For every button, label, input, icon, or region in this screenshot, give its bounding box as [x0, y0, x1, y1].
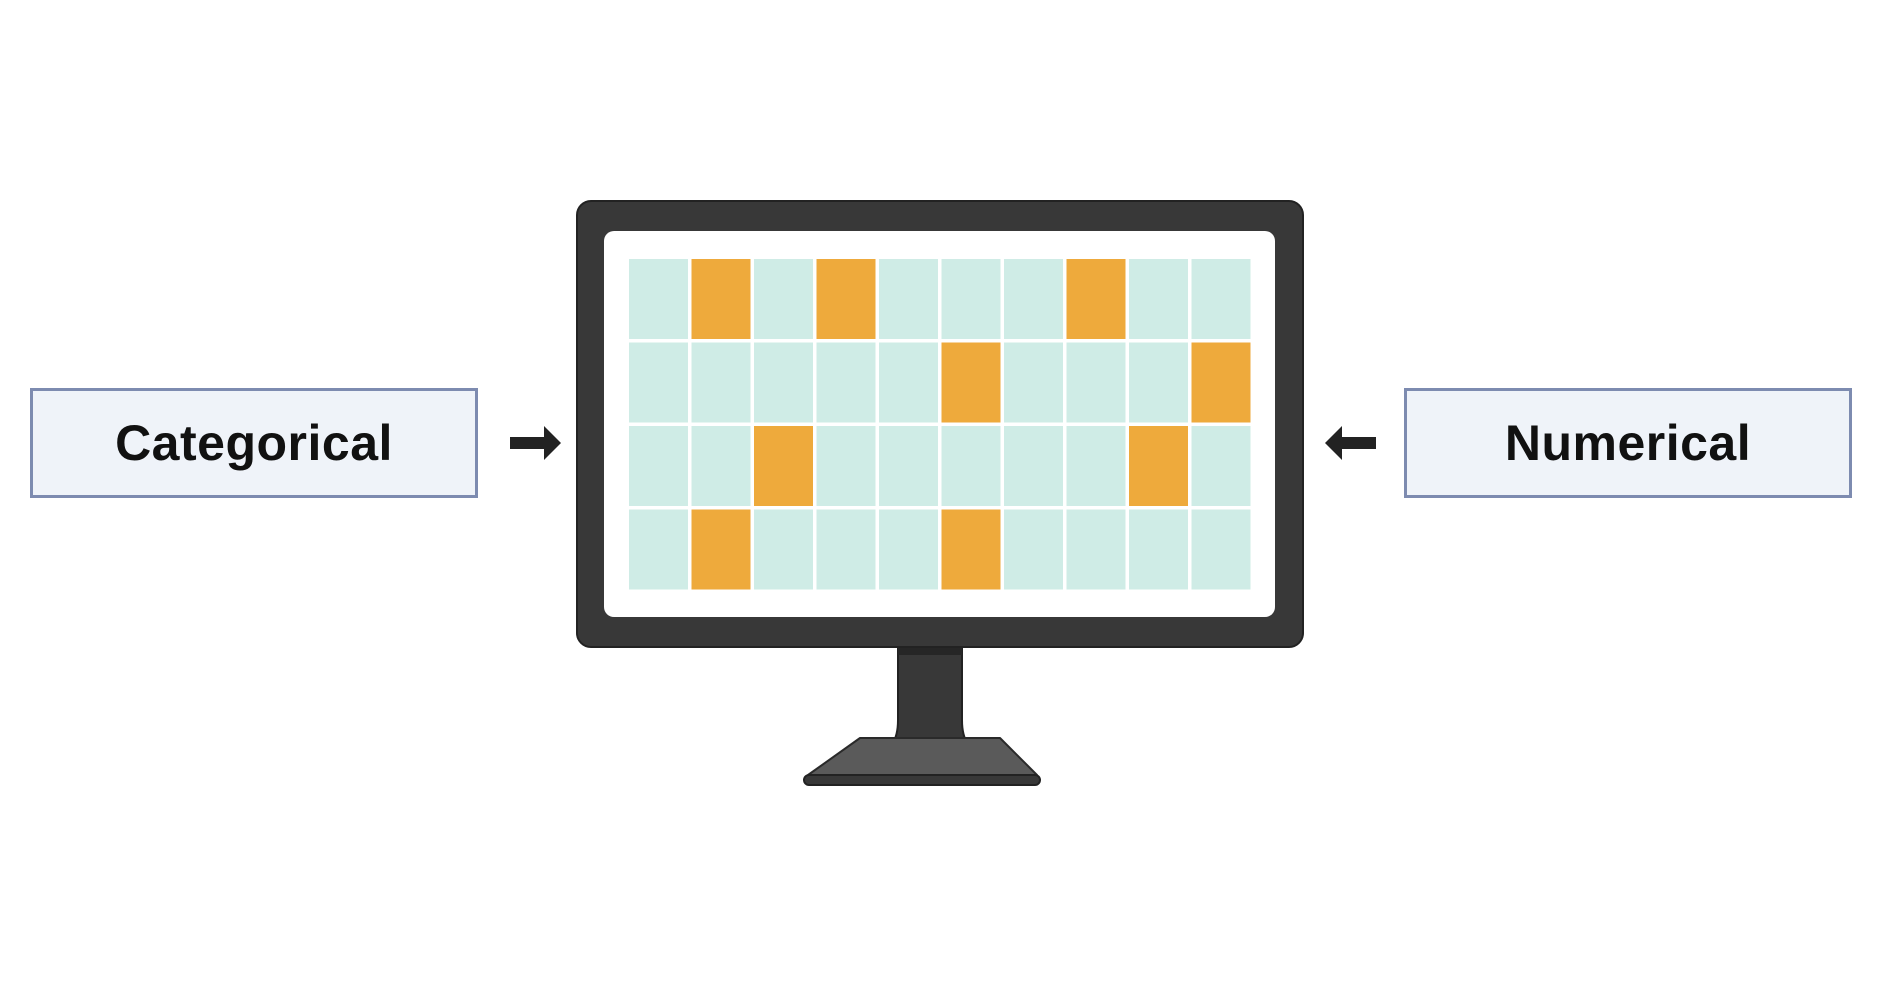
monitor-icon [576, 200, 1304, 786]
grid-cell [879, 259, 938, 339]
grid-cell [754, 259, 813, 339]
grid-cell [1129, 509, 1188, 590]
grid-cell-highlighted [941, 342, 1001, 423]
grid-cell [629, 509, 688, 590]
numerical-box: Numerical [1404, 388, 1852, 498]
grid-cell [1004, 426, 1063, 506]
grid-cell-highlighted [754, 426, 813, 506]
grid-cell [1191, 426, 1251, 506]
stand-base [807, 737, 1038, 776]
stand-foot [803, 774, 1041, 786]
categorical-box: Categorical [30, 388, 478, 498]
grid-cell [1066, 509, 1126, 590]
data-grid [629, 259, 1251, 590]
grid-cell [1004, 509, 1063, 590]
grid-cell [691, 342, 751, 423]
grid-cell-highlighted [816, 259, 876, 339]
grid-cell [816, 426, 876, 506]
grid-cell [754, 509, 813, 590]
categorical-label: Categorical [115, 415, 393, 471]
grid-cell [941, 426, 1001, 506]
grid-cell [879, 509, 938, 590]
grid-cell [629, 259, 688, 339]
numerical-label: Numerical [1504, 415, 1752, 471]
grid-cell-highlighted [941, 509, 1001, 590]
grid-cell [1004, 259, 1063, 339]
grid-cell [629, 426, 688, 506]
grid-cell [941, 259, 1001, 339]
grid-cell [1066, 426, 1126, 506]
grid-cell-highlighted [1066, 259, 1126, 339]
grid-cell [1129, 259, 1188, 339]
grid-cell-highlighted [1129, 426, 1188, 506]
grid-cell [816, 509, 876, 590]
grid-cell-highlighted [1191, 342, 1251, 423]
grid-cell [691, 426, 751, 506]
grid-cell [816, 342, 876, 423]
grid-cell [879, 426, 938, 506]
grid-cell-highlighted [691, 259, 751, 339]
grid-cell [1191, 259, 1251, 339]
stand-neck-shadow [898, 646, 962, 655]
grid-cell [879, 342, 938, 423]
arrow-left-icon [1325, 426, 1376, 460]
grid-cell [1191, 509, 1251, 590]
grid-cell [1129, 342, 1188, 423]
arrow-right-icon [510, 426, 561, 460]
grid-cell [754, 342, 813, 423]
grid-cell [629, 342, 688, 423]
grid-cell [1004, 342, 1063, 423]
grid-cell-highlighted [691, 509, 751, 590]
stand-neck [890, 645, 970, 745]
grid-cell [1066, 342, 1126, 423]
